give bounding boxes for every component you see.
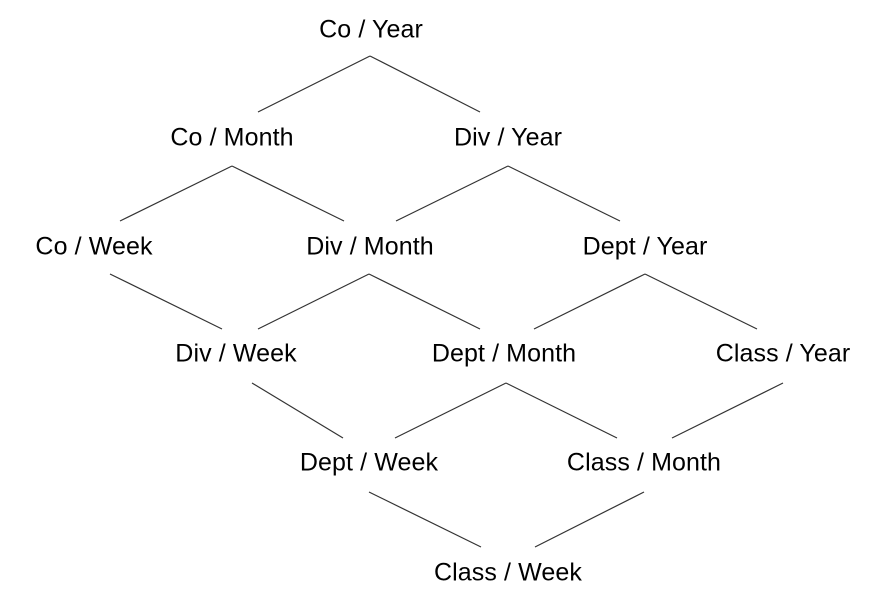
lattice-edge-div-month-to-div-week	[257, 273, 370, 330]
lattice-edge-div-week-to-dept-week	[251, 382, 344, 439]
lattice-node-class-week: Class / Week	[433, 558, 583, 587]
lattice-edge-dept-year-to-dept-month	[533, 273, 646, 330]
lattice-node-dept-year: Dept / Year	[582, 232, 708, 261]
lattice-edge-div-year-to-div-month	[395, 165, 509, 222]
lattice-edge-div-month-to-dept-month	[368, 273, 481, 330]
lattice-edge-co-week-to-div-week	[109, 273, 223, 330]
lattice-node-div-week: Div / Week	[175, 339, 297, 368]
lattice-edge-div-year-to-dept-year	[507, 165, 621, 222]
lattice-node-dept-week: Dept / Week	[299, 448, 439, 477]
lattice-edge-dept-month-to-dept-week	[394, 382, 507, 439]
lattice-edge-dept-month-to-class-month	[505, 382, 618, 439]
lattice-edge-co-year-to-div-year	[369, 55, 481, 113]
lattice-edge-co-month-to-div-month	[231, 165, 345, 222]
lattice-node-co-week: Co / Week	[35, 232, 153, 261]
lattice-node-co-year: Co / Year	[319, 15, 423, 44]
lattice-node-co-month: Co / Month	[170, 123, 294, 152]
lattice-edge-co-month-to-co-week	[119, 165, 233, 222]
lattice-node-div-month: Div / Month	[306, 232, 434, 261]
lattice-edge-co-year-to-co-month	[257, 55, 371, 113]
lattice-node-class-month: Class / Month	[566, 448, 722, 477]
lattice-node-class-year: Class / Year	[715, 339, 851, 368]
lattice-node-dept-month: Dept / Month	[431, 339, 577, 368]
lattice-edge-dept-year-to-class-year	[644, 273, 758, 330]
lattice-edge-dept-week-to-class-week	[368, 491, 482, 548]
lattice-edge-class-year-to-class-month	[671, 382, 784, 439]
lattice-edge-class-month-to-class-week	[534, 491, 645, 548]
lattice-node-div-year: Div / Year	[453, 123, 563, 152]
